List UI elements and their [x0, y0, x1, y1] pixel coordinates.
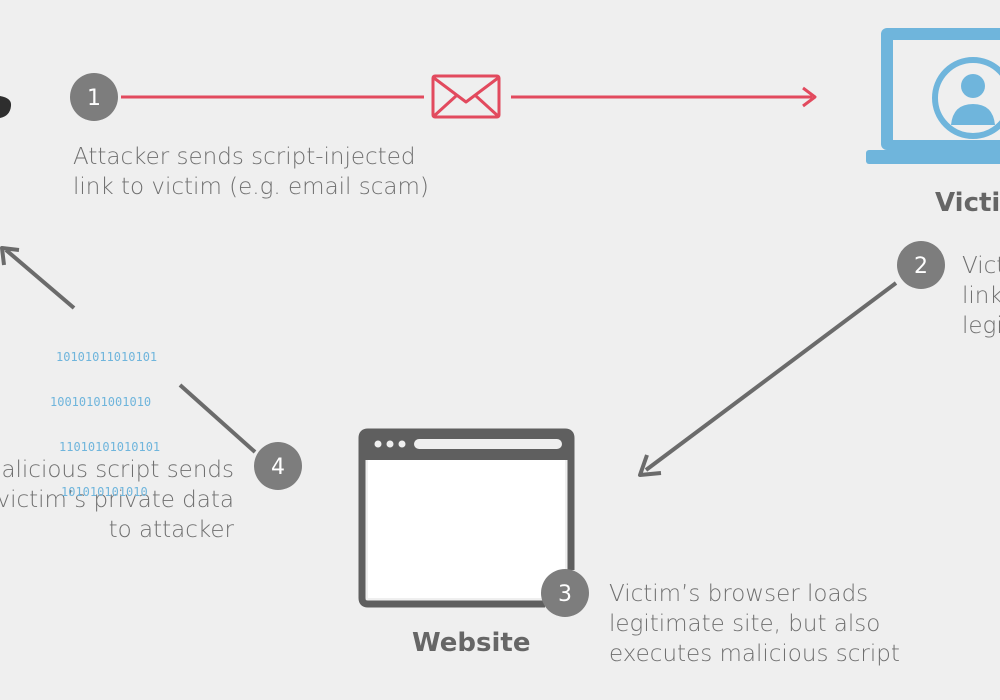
binary-line-4: 101010101010	[61, 485, 148, 499]
step-number-1: 1	[87, 86, 101, 111]
step-badge-2: 2	[897, 241, 945, 289]
step-number-2: 2	[914, 254, 928, 279]
step-2-line-2: link	[962, 283, 1000, 309]
laptop-user-icon	[866, 28, 1000, 164]
arrow-step-4-lower	[178, 383, 257, 454]
step-4-line-2: victim’s private data	[0, 487, 234, 513]
step-number-4: 4	[271, 455, 285, 480]
step-4-caption: alicious script sends victim’s private d…	[0, 455, 234, 545]
binary-line-3: 11010101010101	[59, 440, 161, 454]
arrow-step-2-head	[638, 454, 662, 477]
step-badge-3: 3	[541, 569, 589, 617]
step-4-line-1: alicious script sends	[1, 457, 234, 483]
binary-data-stream: 10101011010101 10010101001010 1101010101…	[50, 320, 160, 515]
step-number-3: 3	[558, 582, 572, 607]
website-label: Website	[412, 628, 531, 658]
step-4-line-3: to attacker	[108, 517, 234, 543]
step-1-line-2: link to victim (e.g. email scam)	[73, 174, 429, 200]
browser-window-icon	[358, 428, 575, 608]
step-1-caption: Attacker sends script-injected link to v…	[73, 142, 429, 202]
arrow-step-2	[644, 281, 898, 472]
step-2-line-3: legi	[962, 313, 1000, 339]
step-2-caption: Vict link legi	[962, 251, 1000, 341]
step-3-line-1: Victim’s browser loads	[609, 581, 869, 607]
arrow-step-1-head	[802, 86, 817, 108]
attacker-icon	[0, 96, 12, 118]
step-3-line-2: legitimate site, but also	[609, 611, 881, 637]
binary-line-1: 10101011010101	[56, 350, 158, 364]
envelope-icon	[431, 74, 501, 119]
step-2-line-1: Vict	[962, 253, 1000, 279]
victim-label: Victi	[935, 188, 1000, 218]
arrow-step-4-upper	[4, 248, 76, 310]
arrow-step-4-head	[0, 246, 20, 266]
step-3-line-3: executes malicious script	[609, 641, 900, 667]
step-1-line-1: Attacker sends script-injected	[73, 144, 416, 170]
step-badge-4: 4	[254, 442, 302, 490]
binary-line-2: 10010101001010	[50, 395, 152, 409]
step-badge-1: 1	[70, 73, 118, 121]
step-3-caption: Victim’s browser loads legitimate site, …	[609, 579, 900, 669]
